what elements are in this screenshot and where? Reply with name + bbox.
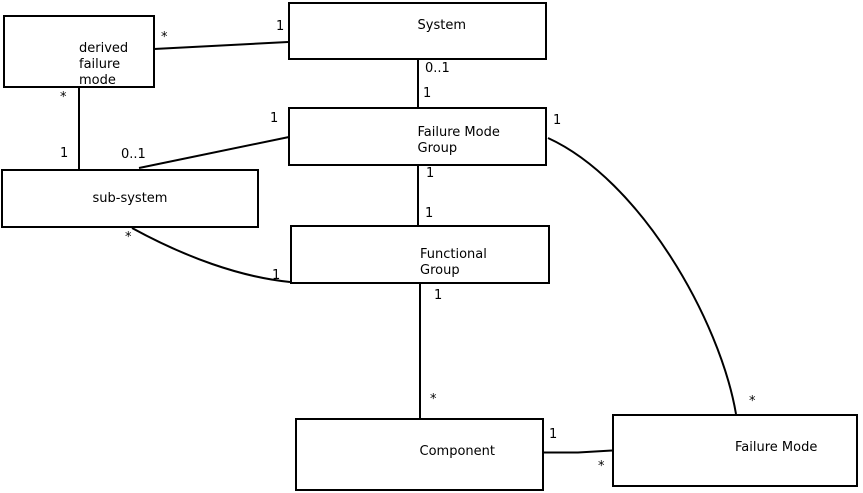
node-failure-mode-group-label: Failure Mode Group <box>417 124 500 156</box>
node-functional-group: Functional Group <box>290 225 550 284</box>
node-sub-system-label: sub-system <box>92 190 168 206</box>
node-sub-system: sub-system <box>1 169 259 228</box>
mult-fmgroup-end-of-subsystem-fmgroup: 1 <box>270 111 279 126</box>
node-functional-group-label: Functional Group <box>420 246 487 278</box>
edge-failure-mode-group-failure-mode <box>547 137 737 415</box>
edge-system-derived-failure-mode <box>153 41 289 50</box>
node-component-label: Component <box>419 443 495 459</box>
mult-fmgroup-end-of-fmgroup-fgroup: 1 <box>426 166 435 181</box>
node-component: Component <box>295 418 544 491</box>
mult-fmode-end-of-component-fmode: * <box>598 459 605 474</box>
mult-fmode-end-of-fmgroup-fmode: * <box>749 394 756 409</box>
node-derived-failure-mode: derived failure mode <box>3 15 155 88</box>
mult-fgroup-end-of-fgroup-component: 1 <box>434 288 443 303</box>
node-failure-mode-group: Failure Mode Group <box>288 107 547 166</box>
node-system-label: System <box>417 18 466 33</box>
edge-sub-system-functional-group <box>131 227 291 283</box>
mult-system-end-of-system-derived: 1 <box>276 19 285 34</box>
edge-sub-system-failure-mode-group <box>138 136 290 169</box>
mult-component-end-of-component-fmode: 1 <box>549 427 558 442</box>
mult-component-end-of-fgroup-component: * <box>430 392 437 407</box>
mult-fmgroup-end-of-fmgroup-fmode: 1 <box>553 113 562 128</box>
mult-derived-end-of-derived-subsystem: * <box>60 90 67 105</box>
node-system: System <box>288 2 547 60</box>
node-failure-mode: Failure Mode <box>612 414 858 487</box>
edge-component-failure-mode <box>544 449 613 454</box>
node-failure-mode-label: Failure Mode <box>735 439 818 455</box>
mult-fmgroup-end-of-system-fmgroup: 1 <box>423 86 432 101</box>
mult-fgroup-end-of-subsystem-fgroup: 1 <box>272 268 281 283</box>
mult-subsystem-end-of-subsystem-fmgroup: 0..1 <box>121 147 146 162</box>
mult-subsystem-end-of-subsystem-fgroup: * <box>125 230 132 245</box>
mult-subsystem-end-of-derived-subsystem: 1 <box>60 146 69 161</box>
node-derived-failure-mode-label: derived failure mode <box>79 40 129 88</box>
mult-system-end-of-system-fmgroup: 0..1 <box>425 61 450 76</box>
mult-fgroup-end-of-fmgroup-fgroup: 1 <box>425 206 434 221</box>
mult-derived-end-of-system-derived: * <box>161 30 168 45</box>
